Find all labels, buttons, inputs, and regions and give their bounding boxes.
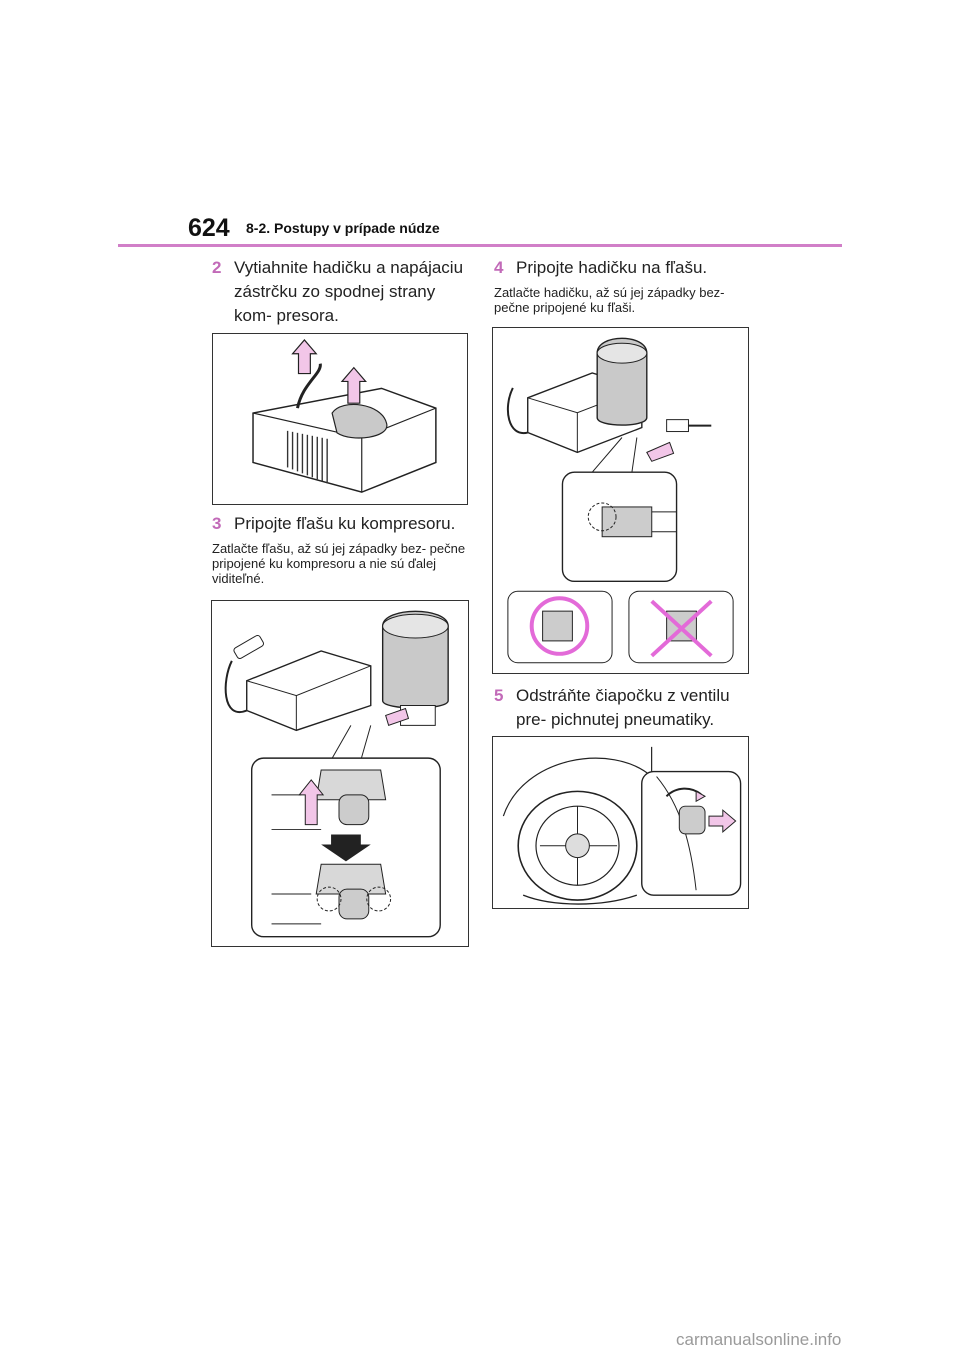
step-text: Odstráňte čiapočku z ventilu pre- pichnu…: [516, 686, 730, 729]
step-3-note: Zatlačte fľašu, až sú jej západky bez- p…: [212, 541, 466, 586]
step-5: 5 Odstráňte čiapočku z ventilu pre- pich…: [494, 684, 759, 732]
step-number: 4: [494, 258, 504, 277]
step-text: Pripojte fľašu ku kompresoru.: [234, 514, 456, 533]
figure-hose-bottle: [492, 327, 749, 674]
figure-compressor-hose: [212, 333, 468, 505]
step-3: 3 Pripojte fľašu ku kompresoru.: [212, 512, 472, 536]
step-number: 2: [212, 258, 222, 277]
step-number: 3: [212, 514, 222, 533]
step-text: Pripojte hadičku na fľašu.: [516, 258, 708, 277]
page-number: 624: [188, 214, 230, 242]
step-2: 2 Vytiahnite hadičku a napájaciu zástrčk…: [212, 256, 470, 328]
tire-valve-cap-illustration: [502, 746, 742, 905]
figure-tire-valve: [492, 736, 749, 909]
compressor-hose-pull-illustration: [252, 339, 437, 493]
figure-bottle-compressor: [211, 600, 469, 947]
section-title: 8-2. Postupy v prípade núdze: [246, 220, 440, 236]
step-4: 4 Pripojte hadičku na fľašu.: [494, 256, 754, 280]
step-text: Vytiahnite hadičku a napájaciu zástrčku …: [234, 258, 464, 325]
header-rule: [118, 244, 842, 247]
step-4-note: Zatlačte hadičku, až sú jej západky bez-…: [494, 285, 725, 315]
watermark: carmanualsonline.info: [676, 1330, 842, 1349]
hose-to-bottle-illustration: [506, 337, 734, 664]
step-number: 5: [494, 686, 504, 705]
bottle-to-compressor-illustration: [224, 610, 449, 938]
